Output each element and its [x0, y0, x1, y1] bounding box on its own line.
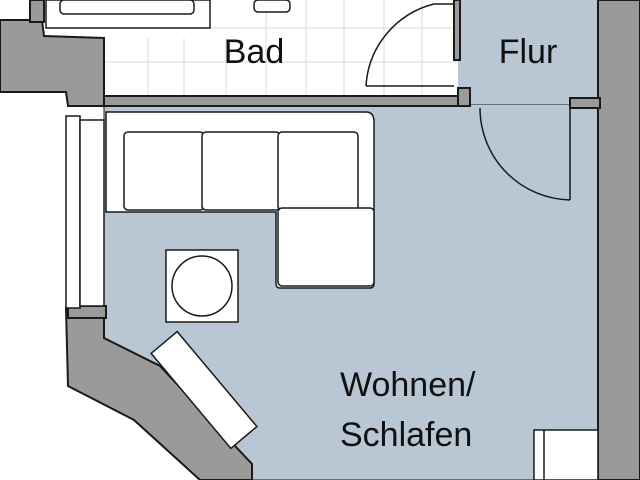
left-window	[65, 115, 105, 309]
sink-icon	[253, 0, 291, 13]
sofa-icon	[105, 111, 375, 289]
room-label-hallway: Flur	[499, 33, 558, 71]
bathroom-tiles	[104, 0, 458, 96]
wall-partition-bath-hall	[453, 0, 461, 61]
side-table-icon	[165, 249, 239, 323]
hallway-floor	[458, 0, 600, 104]
room-label-bathroom: Bad	[224, 33, 285, 71]
room-label-living-line1: Wohnen/	[340, 366, 476, 404]
desk-icon	[150, 330, 258, 450]
wall-lower-left-diagonal	[64, 306, 253, 480]
wall-right	[597, 0, 640, 480]
door-swing-icon	[365, 3, 571, 201]
wall-partition-left-jamb	[457, 87, 471, 107]
wardrobe-icon	[533, 429, 599, 480]
room-label-living-line2: Schlafen	[340, 416, 472, 454]
wall-partition-bath-living	[103, 95, 459, 107]
wall-partition-right-stub	[569, 97, 601, 109]
bathtub-icon	[45, 0, 211, 29]
wall-top-left-jamb	[29, 0, 45, 23]
